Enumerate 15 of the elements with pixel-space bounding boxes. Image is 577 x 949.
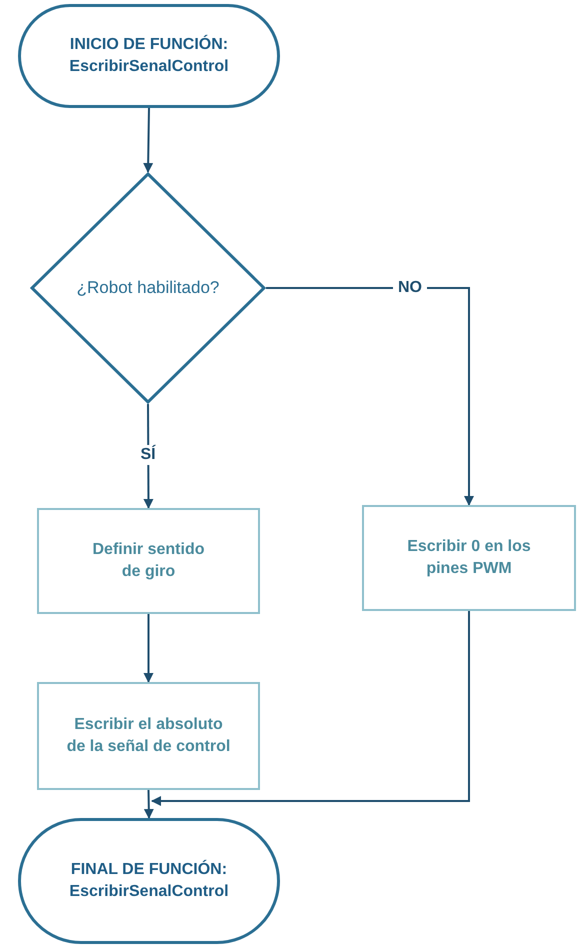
decision-text: ¿Robot habilitado? [76,276,220,299]
process-box [37,682,260,790]
arrow [144,614,154,683]
step-text: Escribir el absoluto de la señal de control [66,715,232,757]
arrow [266,287,474,506]
step-text: Escribir 0 en los pines PWM [406,537,532,579]
step-text: INICIO DE FUNCIÓN: EscribirSenalControl [68,34,230,77]
arrow [151,611,470,806]
step-text: FINAL DE FUNCIÓN: EscribirSenalControl [68,859,230,902]
process-box [37,508,260,614]
decision-diamond [30,172,266,404]
step-text: Definir sentido de giro [91,540,206,582]
process-box [362,505,576,611]
arrow [144,790,154,819]
arrow [143,108,154,173]
